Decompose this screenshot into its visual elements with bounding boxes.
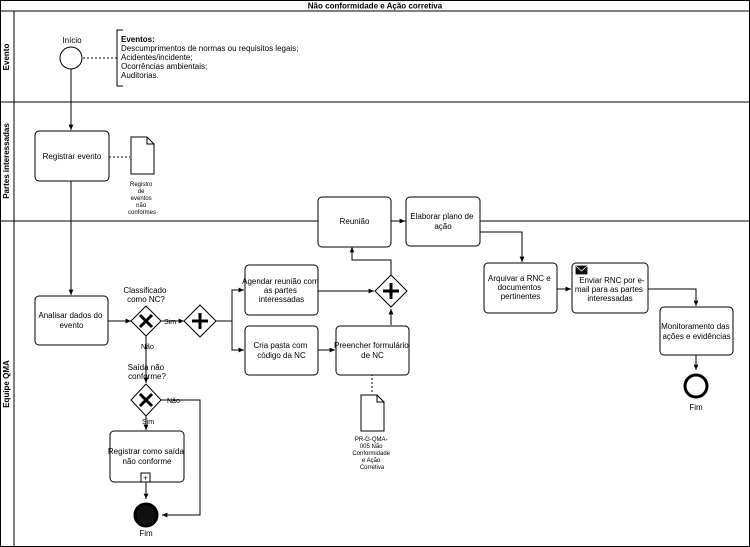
start-event bbox=[59, 46, 83, 70]
exclusive-gateway-classificado[interactable] bbox=[130, 305, 162, 337]
task-label-line: Monitoramento das bbox=[661, 322, 729, 331]
task-registrar-evento-label: Registrar evento bbox=[43, 152, 102, 161]
subprocess-marker-text: + bbox=[143, 474, 148, 483]
task-label-line: Elaborar plano de bbox=[410, 212, 474, 221]
annotation-line: Ocorrências ambientais; bbox=[121, 62, 207, 71]
annotation-line: Auditorias. bbox=[121, 71, 159, 80]
task-enviar-rnc[interactable] bbox=[571, 262, 649, 314]
task-label-line: de NC bbox=[361, 351, 384, 360]
gateway-classificado-question: Classificado como NC? bbox=[123, 286, 168, 304]
task-registrar-saida-label: Registrar como saída não conforme bbox=[108, 447, 186, 466]
envelope-icon bbox=[575, 265, 588, 275]
gateway-classificado-no-label: Não bbox=[141, 344, 154, 351]
task-arquivar-rnc-label: Arquivar a RNC e documentos pertinentes bbox=[488, 274, 553, 301]
task-analisar-dados[interactable] bbox=[34, 295, 109, 346]
end-event-2 bbox=[133, 502, 159, 528]
task-reuniao[interactable] bbox=[317, 196, 392, 248]
task-monitoramento-label: Monitoramento das ações e evidências bbox=[661, 322, 732, 341]
task-label-line: Agendar reunião com bbox=[242, 277, 319, 286]
gateway-question-line: conforme? bbox=[128, 372, 166, 381]
task-monitoramento[interactable] bbox=[659, 306, 734, 356]
task-label-line: mail para as partes bbox=[575, 285, 643, 294]
document-label-line: eventos bbox=[131, 196, 152, 202]
lane-label-partes: Partes interessadas bbox=[2, 123, 11, 199]
task-reuniao-label: Reunião bbox=[340, 217, 370, 226]
document-icon-formulario bbox=[360, 394, 385, 432]
task-label-line: Registrar como saída bbox=[108, 447, 185, 456]
gateway-saida-question: Saída não conforme? bbox=[128, 363, 167, 381]
task-registrar-evento[interactable] bbox=[34, 130, 110, 182]
lane-label-equipe: Equipe QMA bbox=[2, 360, 11, 408]
task-label-line: pertinentes bbox=[501, 292, 541, 301]
task-label-line: Reunião bbox=[340, 217, 370, 226]
gateway-saida-no-label: Não bbox=[167, 398, 180, 405]
annotation-bracket bbox=[116, 29, 123, 87]
annotation-line: Acidentes/incidente; bbox=[121, 53, 193, 62]
document-label-line: e Ação bbox=[362, 458, 381, 464]
document-label-line: Registro bbox=[130, 182, 153, 188]
gateway-classificado-yes-label: Sim bbox=[164, 319, 176, 326]
lane-label-evento: Evento bbox=[2, 44, 11, 71]
task-preencher-formulario[interactable] bbox=[335, 325, 410, 376]
document-label-line: não bbox=[136, 203, 147, 209]
task-analisar-dados-label: Analisar dados do evento bbox=[38, 311, 104, 330]
exclusive-gateway-saida[interactable] bbox=[130, 383, 162, 417]
task-label-line: Preencher formulário bbox=[334, 341, 409, 350]
task-label-line: Analisar dados do bbox=[38, 311, 103, 320]
task-label-line: as partes bbox=[264, 286, 297, 295]
gateway-question-line: Classificado bbox=[123, 286, 167, 295]
task-label-line: interessadas bbox=[587, 294, 632, 303]
gateway-question-line: como NC? bbox=[127, 295, 165, 304]
annotation-title: Eventos: bbox=[121, 35, 155, 44]
task-label-line: Arquivar a RNC e bbox=[488, 274, 551, 283]
document-label-line: de bbox=[138, 189, 145, 195]
document-icon-registro bbox=[130, 136, 155, 175]
document-label-line: Conformidade bbox=[352, 451, 390, 457]
task-elaborar-plano-label: Elaborar plano de ação bbox=[410, 212, 475, 231]
annotation-text: Descumprimentos de normas ou requisitos … bbox=[121, 44, 301, 80]
task-agendar-reuniao[interactable] bbox=[244, 264, 319, 316]
document-label-line: Corretiva bbox=[360, 465, 385, 471]
document-formulario-label: PR-G-QMA- 005 Não Conformidade e Ação Co… bbox=[352, 437, 391, 471]
parallel-gateway-join[interactable] bbox=[374, 274, 408, 308]
task-label-line: interessadas bbox=[259, 295, 304, 304]
start-event-label: Início bbox=[62, 36, 82, 45]
task-label-line: evento bbox=[59, 321, 84, 330]
task-label-line: código da NC bbox=[257, 351, 306, 360]
document-registro-label: Registro de eventos não conformes bbox=[128, 182, 156, 216]
end-event-1-label: Fim bbox=[689, 403, 703, 412]
task-label-line: Enviar RNC por e- bbox=[579, 276, 645, 285]
task-label-line: ação bbox=[434, 222, 452, 231]
gateway-saida-yes-label: Sim bbox=[142, 419, 154, 426]
annotation-line: Descumprimentos de normas ou requisitos … bbox=[121, 44, 298, 53]
task-cria-pasta[interactable] bbox=[244, 325, 319, 376]
task-arquivar-rnc[interactable] bbox=[483, 262, 558, 314]
task-label-line: não conforme bbox=[123, 457, 172, 466]
task-label-line: Cria pasta com bbox=[253, 341, 307, 350]
gateway-question-line: Saída não bbox=[128, 363, 165, 372]
end-event-2-label: Fim bbox=[139, 529, 153, 538]
task-elaborar-plano[interactable] bbox=[405, 196, 481, 247]
document-label-line: 005 Não bbox=[360, 444, 383, 450]
end-event-1 bbox=[683, 373, 709, 399]
subprocess-marker bbox=[140, 472, 151, 483]
pool-title: Não conformidade e Ação corretiva bbox=[308, 2, 443, 11]
task-label-line: documentos bbox=[498, 283, 542, 292]
task-label-line: ações e evidências bbox=[662, 332, 730, 341]
task-preencher-formulario-label: Preencher formulário de NC bbox=[334, 341, 411, 360]
document-label-line: conformes bbox=[128, 210, 156, 216]
parallel-gateway-split[interactable] bbox=[183, 304, 217, 338]
task-cria-pasta-label: Cria pasta com código da NC bbox=[253, 341, 309, 360]
task-label-line: Registrar evento bbox=[43, 152, 102, 161]
task-enviar-rnc-label: Enviar RNC por e- mail para as partes in… bbox=[575, 276, 647, 303]
task-agendar-reuniao-label: Agendar reunião com as partes interessad… bbox=[242, 277, 321, 304]
document-label-line: PR-G-QMA- bbox=[355, 437, 388, 443]
